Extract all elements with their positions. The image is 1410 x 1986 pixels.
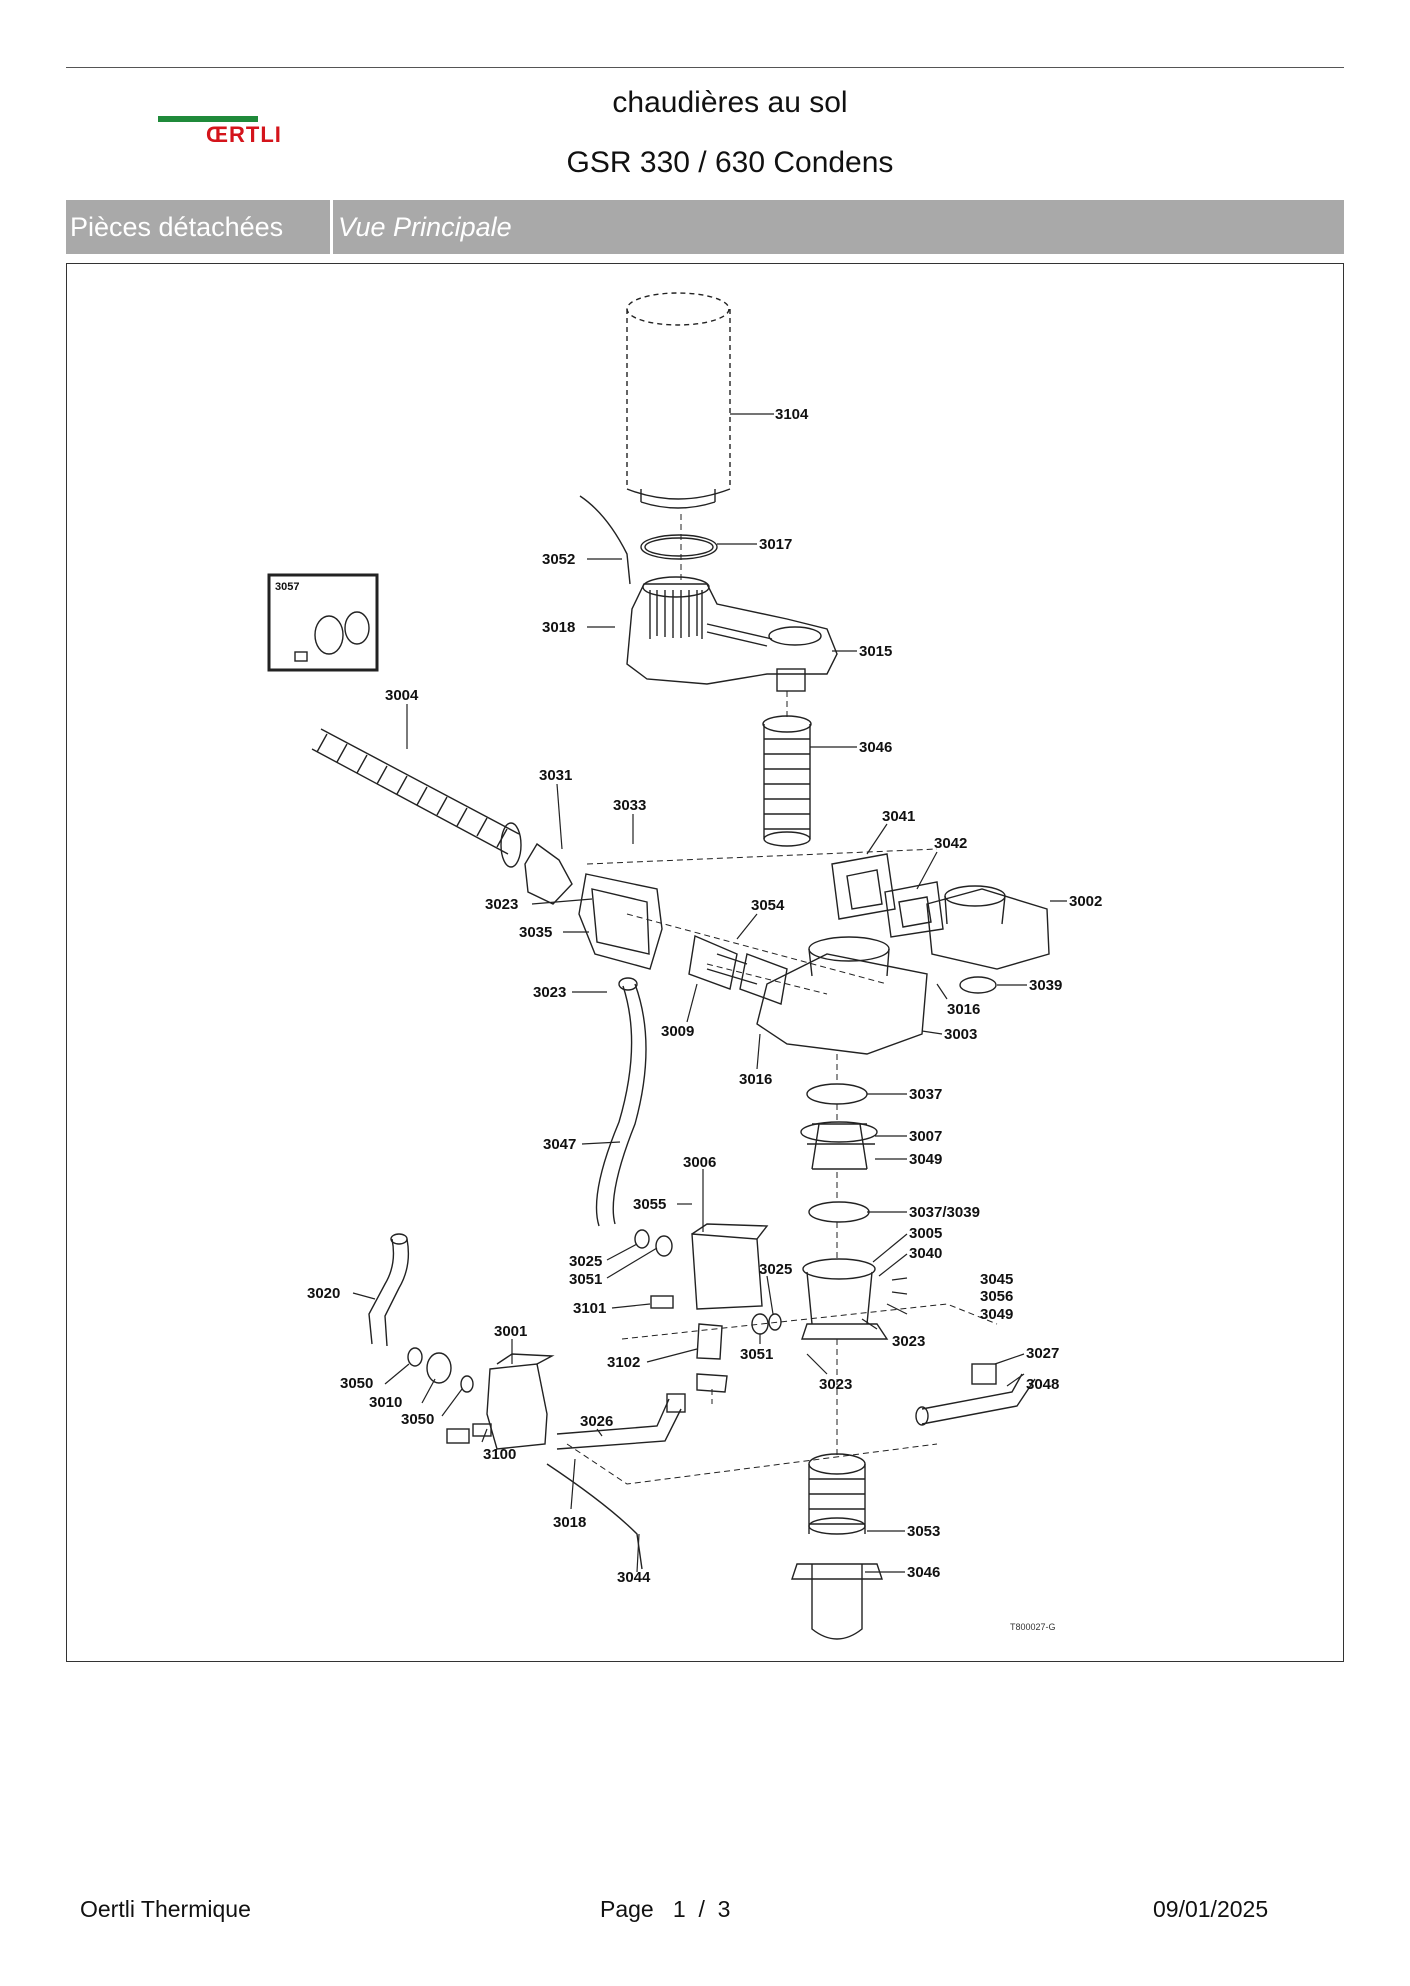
footer-company: Oertli Thermique [80,1896,251,1922]
page-separator: / [698,1896,705,1922]
part-label-3056: 3056 [980,1288,1013,1305]
part-label-3015: 3015 [859,643,892,660]
part-label-3041: 3041 [882,808,915,825]
part-label-3042: 3042 [934,835,967,852]
part-label-3017: 3017 [759,536,792,553]
part-label-3018: 3018 [553,1514,586,1531]
part-label-3007: 3007 [909,1128,942,1145]
logo-green-bar [158,116,258,122]
part-label-3031: 3031 [539,767,572,784]
part-label-3047: 3047 [543,1136,576,1153]
part-label-3046: 3046 [859,739,892,756]
part-label-3051: 3051 [569,1271,602,1288]
part-label-3026: 3026 [580,1413,613,1430]
page-total: 3 [717,1896,731,1922]
part-label-3025: 3025 [759,1261,792,1278]
part-label-3046: 3046 [907,1564,940,1581]
section-category: Pièces détachées [66,200,333,254]
part-label-3102: 3102 [607,1354,640,1371]
drawing-reference: T800027-G [1010,1622,1056,1632]
part-label-3020: 3020 [307,1285,340,1302]
part-label-3023: 3023 [819,1376,852,1393]
inset-label-3057: 3057 [275,581,299,593]
diagram-canvas: 3104 3017 3052 3018 3015 3004 3046 3031 … [267,292,1102,1640]
part-label-3049: 3049 [909,1151,942,1168]
page-label: Page [600,1896,654,1922]
part-label-3100: 3100 [483,1446,516,1463]
part-label-3005: 3005 [909,1225,942,1242]
part-label-3051: 3051 [740,1346,773,1363]
part-label-3052: 3052 [542,551,575,568]
part-label-3104: 3104 [775,406,809,423]
footer-page-indicator: Page 1 / 3 [600,1896,730,1923]
model-title: GSR 330 / 630 Condens [566,146,894,179]
exploded-view-diagram: 3104 3017 3052 3018 3015 3004 3046 3031 … [66,263,1344,1662]
part-label-3023: 3023 [485,896,518,913]
part-label-3018: 3018 [542,619,575,636]
part-label-3025: 3025 [569,1253,602,1270]
part-label-3045: 3045 [980,1271,1013,1288]
part-label-3037: 3037 [909,1086,942,1103]
part-label-3050: 3050 [401,1411,434,1428]
part-label-3027: 3027 [1026,1345,1059,1362]
part-label-3040: 3040 [909,1245,942,1262]
section-header: Pièces détachées Vue Principale [66,200,1344,254]
part-label-3033: 3033 [613,797,646,814]
part-label-3006: 3006 [683,1154,716,1171]
part-label-3002: 3002 [1069,893,1102,910]
part-label-3035: 3035 [519,924,552,941]
document-title: chaudières au sol [612,86,848,119]
footer-date: 09/01/2025 [1153,1896,1269,1922]
part-label-3004: 3004 [385,687,419,704]
part-label-3023: 3023 [533,984,566,1001]
part-label-3050: 3050 [340,1375,373,1392]
part-label-3016: 3016 [947,1001,980,1018]
brand-logo: ŒRTLI [158,112,308,152]
part-label-3044: 3044 [617,1569,651,1586]
section-view-name: Vue Principale [338,212,512,242]
logo-text: ŒRTLI [206,122,282,147]
top-rule [66,67,1344,68]
part-label-3053: 3053 [907,1523,940,1540]
part-label-3054: 3054 [751,897,785,914]
part-label-3049: 3049 [980,1306,1013,1323]
part-label-3101: 3101 [573,1300,606,1317]
page-current: 1 [672,1896,686,1922]
part-label-3039: 3039 [1029,977,1062,994]
part-label-3048: 3048 [1026,1376,1059,1393]
part-label-3003: 3003 [944,1026,977,1043]
part-label-3010: 3010 [369,1394,402,1411]
part-label-3001: 3001 [494,1323,527,1340]
part-label-3009: 3009 [661,1023,694,1040]
part-label-3016: 3016 [739,1071,772,1088]
part-label-3037-3039: 3037/3039 [909,1204,980,1221]
part-label-3023: 3023 [892,1333,925,1350]
part-label-3055: 3055 [633,1196,666,1213]
